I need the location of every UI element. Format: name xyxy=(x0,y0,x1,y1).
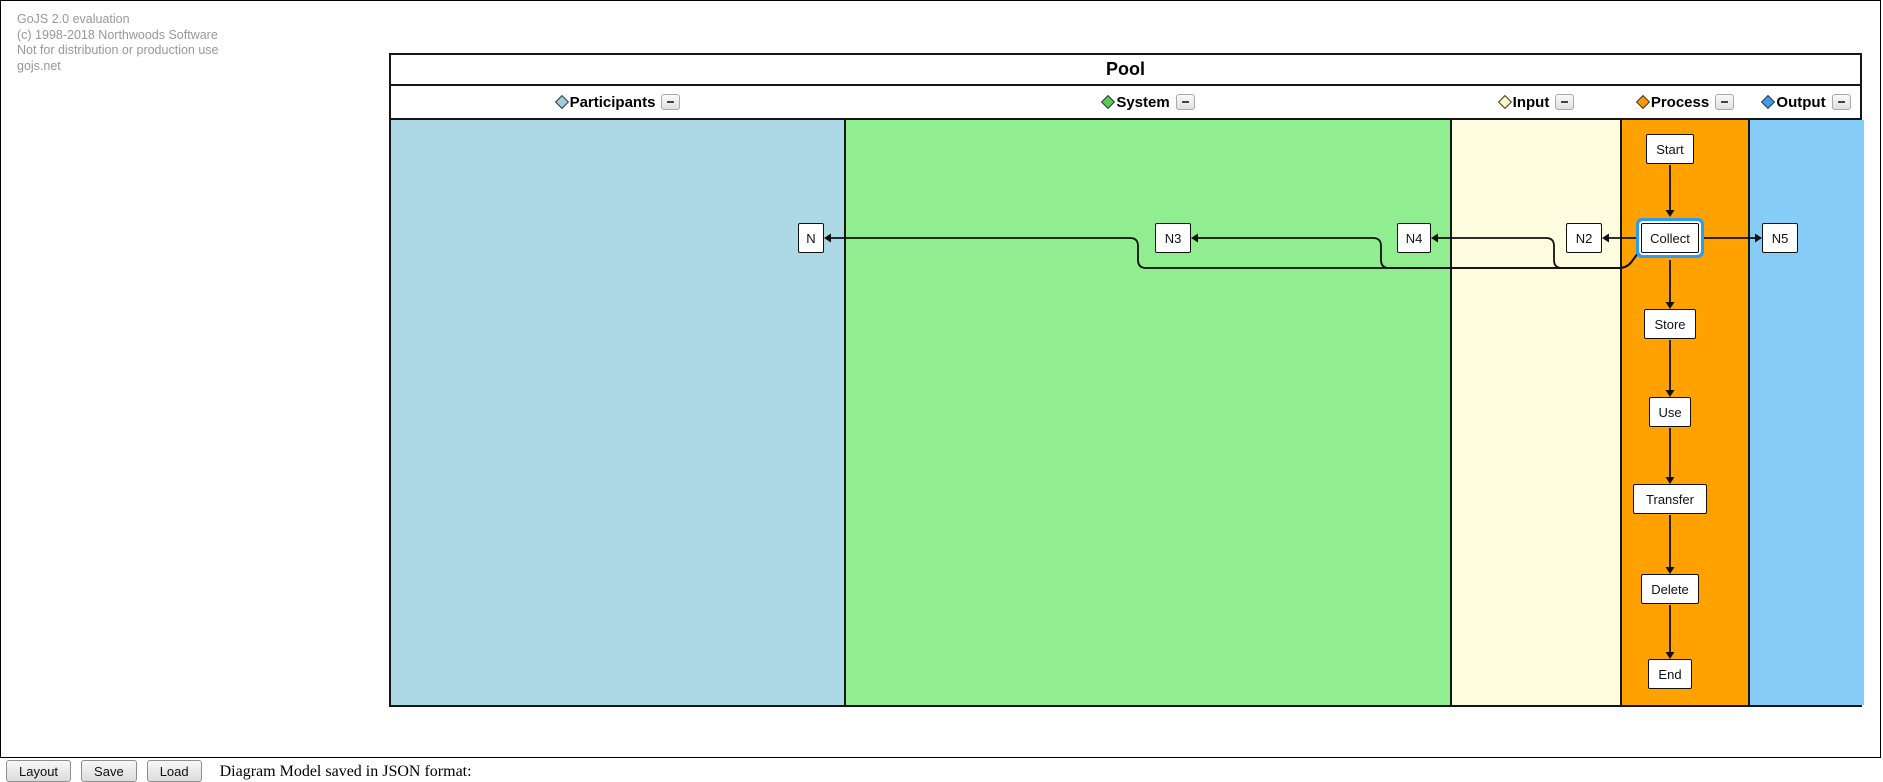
lane-header-participants[interactable]: Participants xyxy=(391,86,846,118)
lane-label: System xyxy=(1116,93,1170,111)
footer-bar: Layout Save Load Diagram Model saved in JS… xyxy=(0,759,1881,782)
watermark-line: Not for distribution or production use xyxy=(17,43,219,57)
node-n4[interactable]: N4 xyxy=(1397,223,1431,253)
load-button[interactable]: Load xyxy=(146,760,202,782)
output-collapse-button[interactable] xyxy=(1831,94,1851,110)
participants-diamond-icon xyxy=(554,94,569,110)
watermark-line: (c) 1998-2018 Northwoods Software xyxy=(17,27,218,42)
lane-label: Input xyxy=(1512,93,1550,111)
node-end[interactable]: End xyxy=(1648,659,1692,689)
system-diamond-icon xyxy=(1101,94,1116,110)
lane-output[interactable] xyxy=(1750,120,1864,705)
watermark-line: GoJS 2.0 evaluation xyxy=(17,12,130,26)
gojs-evaluation-watermark: GoJS 2.0 evaluation(c) 1998-2018 Northwo… xyxy=(17,12,219,74)
save-button[interactable]: Save xyxy=(81,760,137,782)
lane-header-input[interactable]: Input xyxy=(1452,86,1622,118)
node-delete[interactable]: Delete xyxy=(1641,574,1699,604)
lane-header-process[interactable]: Process xyxy=(1622,86,1750,118)
process-diamond-icon xyxy=(1635,94,1650,110)
process-collapse-button[interactable] xyxy=(1715,94,1735,110)
node-collect[interactable]: Collect xyxy=(1641,223,1699,253)
pool-group[interactable]: Pool Participants System Input Process Outpu… xyxy=(389,53,1864,707)
node-transfer[interactable]: Transfer xyxy=(1633,484,1707,514)
output-diamond-icon xyxy=(1761,94,1776,110)
lane-label: Participants xyxy=(569,93,656,111)
layout-button[interactable]: Layout xyxy=(6,760,72,782)
watermark-line: gojs.net xyxy=(17,58,61,73)
node-store[interactable]: Store xyxy=(1644,309,1696,339)
system-collapse-button[interactable] xyxy=(1175,94,1195,110)
lane-label: Process xyxy=(1650,93,1710,111)
footer-buttons: Layout Save Load xyxy=(6,760,212,782)
pool-title[interactable]: Pool xyxy=(391,55,1860,86)
lane-input[interactable] xyxy=(1452,120,1622,705)
lane-label: Output xyxy=(1776,93,1826,111)
status-text: Diagram Model saved in JSON format: xyxy=(219,763,472,780)
node-use[interactable]: Use xyxy=(1649,397,1691,427)
lane-system[interactable] xyxy=(846,120,1452,705)
node-n3[interactable]: N3 xyxy=(1155,223,1191,253)
lane-header-output[interactable]: Output xyxy=(1750,86,1864,118)
diagram-canvas[interactable]: GoJS 2.0 evaluation(c) 1998-2018 Northwo… xyxy=(0,0,1881,758)
node-n2[interactable]: N2 xyxy=(1566,223,1602,253)
lane-header-row: Participants System Input Process Output xyxy=(391,86,1860,120)
lane-header-system[interactable]: System xyxy=(846,86,1452,118)
lane-participants[interactable] xyxy=(391,120,846,705)
node-n5[interactable]: N5 xyxy=(1762,223,1798,253)
node-n[interactable]: N xyxy=(798,223,824,253)
lane-body-row xyxy=(391,120,1864,705)
input-collapse-button[interactable] xyxy=(1555,94,1575,110)
node-start[interactable]: Start xyxy=(1646,134,1694,164)
input-diamond-icon xyxy=(1497,94,1512,110)
participants-collapse-button[interactable] xyxy=(661,94,681,110)
